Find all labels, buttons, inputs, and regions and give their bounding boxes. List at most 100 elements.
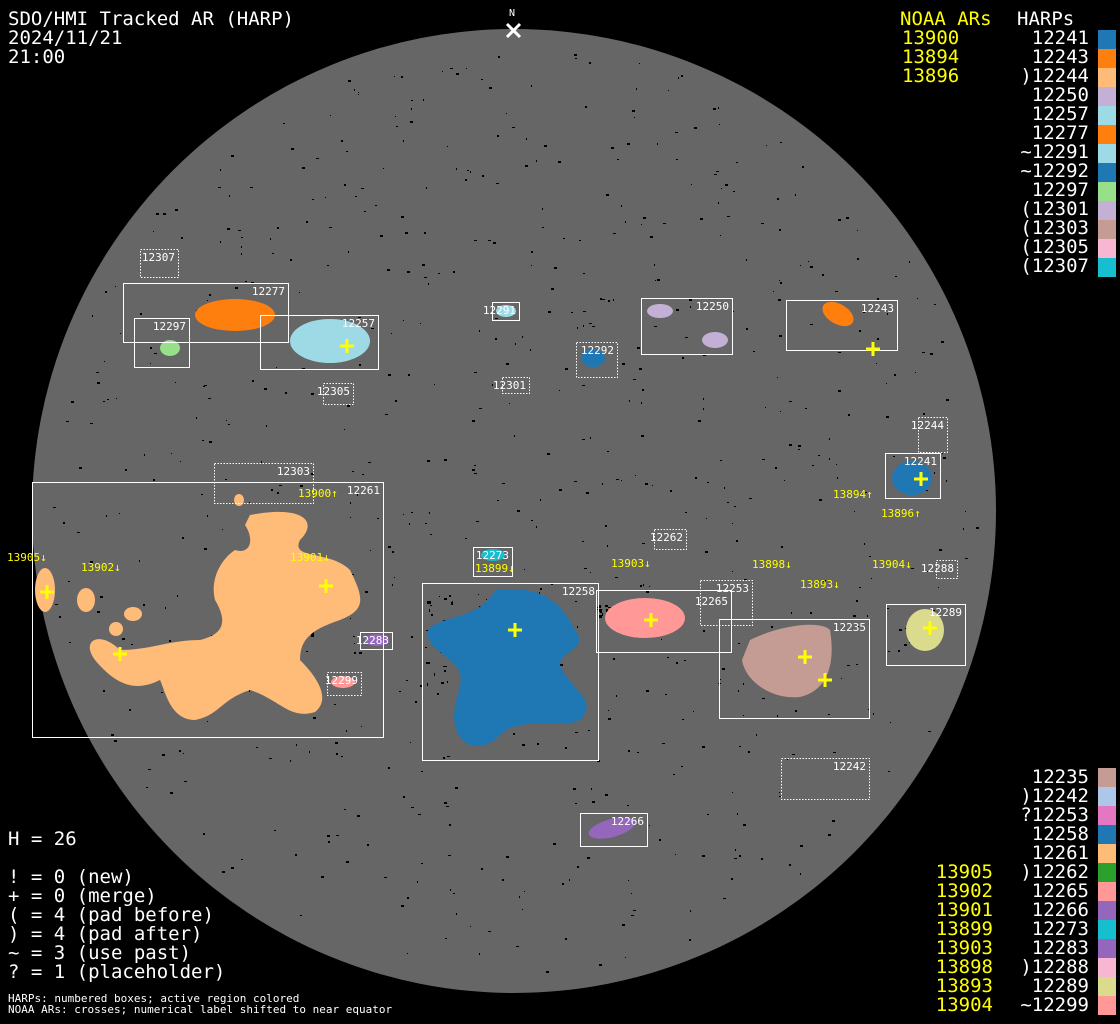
noaa-label: 13894↑ [833,488,873,501]
speckle [695,477,697,479]
speckle [409,523,410,525]
speckle [720,679,721,680]
harp-box-label: 12261 [347,484,380,497]
speckle [625,957,626,958]
note-harps: HARPs: numbered boxes; active region col… [8,992,300,1005]
speckle [100,596,103,598]
solar-disk [32,29,996,993]
speckle [886,383,887,384]
speckle [886,416,889,418]
speckle [352,471,354,472]
speckle [856,626,859,627]
speckle [753,351,755,352]
speckle [385,414,388,415]
speckle [822,274,824,276]
speckle [586,492,589,494]
speckle [838,219,841,221]
speckle [571,312,573,313]
harp-box-label: 12292 [581,344,614,357]
speckle [111,734,114,736]
speckle [328,841,330,843]
sunspot [602,613,603,616]
speckle [313,717,316,719]
harp-box-12262 [654,529,687,550]
noaa-cross-icon [914,472,928,486]
speckle [743,683,744,685]
harp-box-12303 [214,463,314,504]
speckle [649,825,650,826]
harp-legend-label: 12297 [1031,179,1089,201]
speckle [161,692,163,693]
noaa-label: 13903↓ [611,557,651,570]
speckle [802,166,804,168]
speckle [590,572,591,573]
speckle [905,628,906,629]
noaa-cross-icon [798,650,812,664]
stat-line: + = 0 (merge) [8,885,157,907]
harp-color-swatch [1098,863,1116,882]
speckle [407,953,408,954]
noaa-legend-title: NOAA ARs [900,8,992,30]
speckle [222,871,225,873]
speckle [143,604,145,606]
speckle [605,605,608,607]
speckle [548,311,551,313]
speckle [857,230,858,231]
speckle [943,457,946,459]
harp-legend-label: 12243 [1031,46,1089,68]
speckle [642,543,645,544]
speckle [515,343,516,345]
speckle [536,160,537,162]
speckle [946,399,949,401]
speckle [965,511,966,512]
harp-box-label: 12283 [356,634,389,647]
sunspot [452,601,453,604]
speckle [777,715,778,717]
speckle [411,108,412,110]
noaa-legend-label: 13901 [935,899,993,921]
region-12273 [481,549,505,561]
speckle [727,216,730,217]
speckle [181,237,183,239]
speckle [756,734,757,736]
region-12261-part [109,622,123,636]
speckle [438,273,440,274]
speckle [279,485,282,486]
speckle [605,794,608,796]
speckle [525,165,528,167]
speckle [621,480,622,481]
speckle [346,861,349,863]
speckle [361,726,362,727]
speckle [608,300,610,302]
speckle [235,287,238,289]
speckle [207,721,208,722]
harp-legend-title: HARPs [1017,8,1075,30]
speckle [587,857,590,859]
speckle [391,333,392,334]
noaa-crosses: 13900↑13894↑13896↑13905↓13902↓13901↓1389… [7,339,937,687]
speckle [203,833,205,835]
speckle [622,924,625,926]
speckle [316,158,319,159]
harp-color-swatch [1098,144,1116,163]
speckle [489,87,492,89]
harp-legend-label: ~12291 [1020,141,1089,163]
sunspot [447,681,448,683]
speckle [613,233,616,234]
harp-box-label: 12262 [650,531,683,544]
speckle [350,517,351,518]
speckle [917,298,918,299]
speckle [732,523,733,524]
speckle [668,90,669,91]
speckle [607,545,608,547]
speckle [97,382,100,384]
harp-legend-label: (12301 [1020,198,1089,220]
speckle [965,558,968,559]
harp-legend-label: )12244 [1020,65,1089,87]
speckle [641,224,642,225]
speckle [569,879,570,881]
speckle [296,744,297,746]
harp-box-12288 [936,560,958,579]
speckle [531,265,532,266]
speckle [327,265,329,266]
